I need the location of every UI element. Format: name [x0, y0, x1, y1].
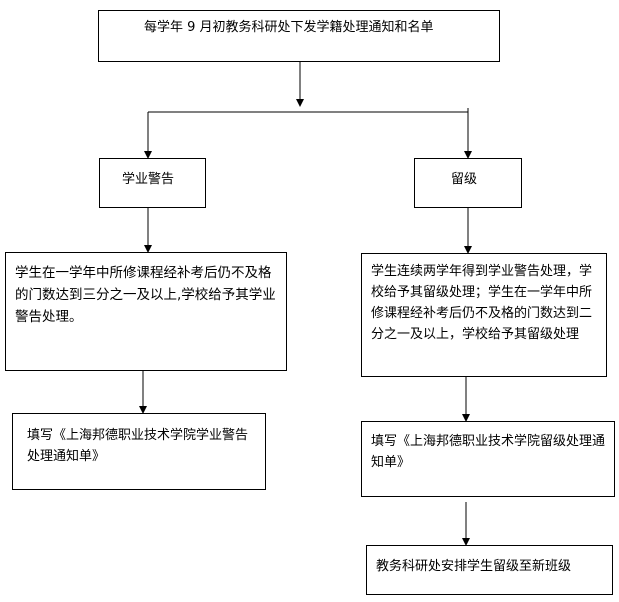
repeat-form-text: 填写《上海邦德职业技术学院留级处理通知单》: [371, 434, 606, 470]
warning-form-box: 填写《上海邦德职业技术学院学业警告处理通知单》: [12, 413, 266, 490]
repeat-condition-text: 学生连续两学年得到学业警告处理，学校给予其留级处理；学生在一学年中所修课程经补考…: [371, 264, 593, 342]
warning-form-text: 填写《上海邦德职业技术学院学业警告处理通知单》: [27, 428, 249, 464]
repeat-condition-box: 学生连续两学年得到学业警告处理，学校给予其留级处理；学生在一学年中所修课程经补考…: [361, 253, 607, 377]
start-notice-text: 每学年 9 月初教务科研处下发学籍处理通知和名单: [144, 20, 434, 35]
start-notice-box: 每学年 9 月初教务科研处下发学籍处理通知和名单: [98, 10, 500, 62]
academic-warning-box: 学业警告: [99, 158, 206, 208]
new-class-box: 教务科研处安排学生留级至新班级: [366, 545, 613, 595]
academic-warning-label: 学业警告: [122, 172, 175, 187]
warning-condition-text: 学生在一学年中所修课程经补考后仍不及格的门数达到三分之一及以上,学校给予其学业警…: [15, 265, 276, 325]
repeat-grade-box: 留级: [414, 158, 522, 208]
new-class-text: 教务科研处安排学生留级至新班级: [376, 559, 572, 574]
repeat-form-box: 填写《上海邦德职业技术学院留级处理通知单》: [361, 421, 615, 497]
warning-condition-box: 学生在一学年中所修课程经补考后仍不及格的门数达到三分之一及以上,学校给予其学业警…: [5, 252, 287, 371]
repeat-grade-label: 留级: [451, 172, 478, 187]
